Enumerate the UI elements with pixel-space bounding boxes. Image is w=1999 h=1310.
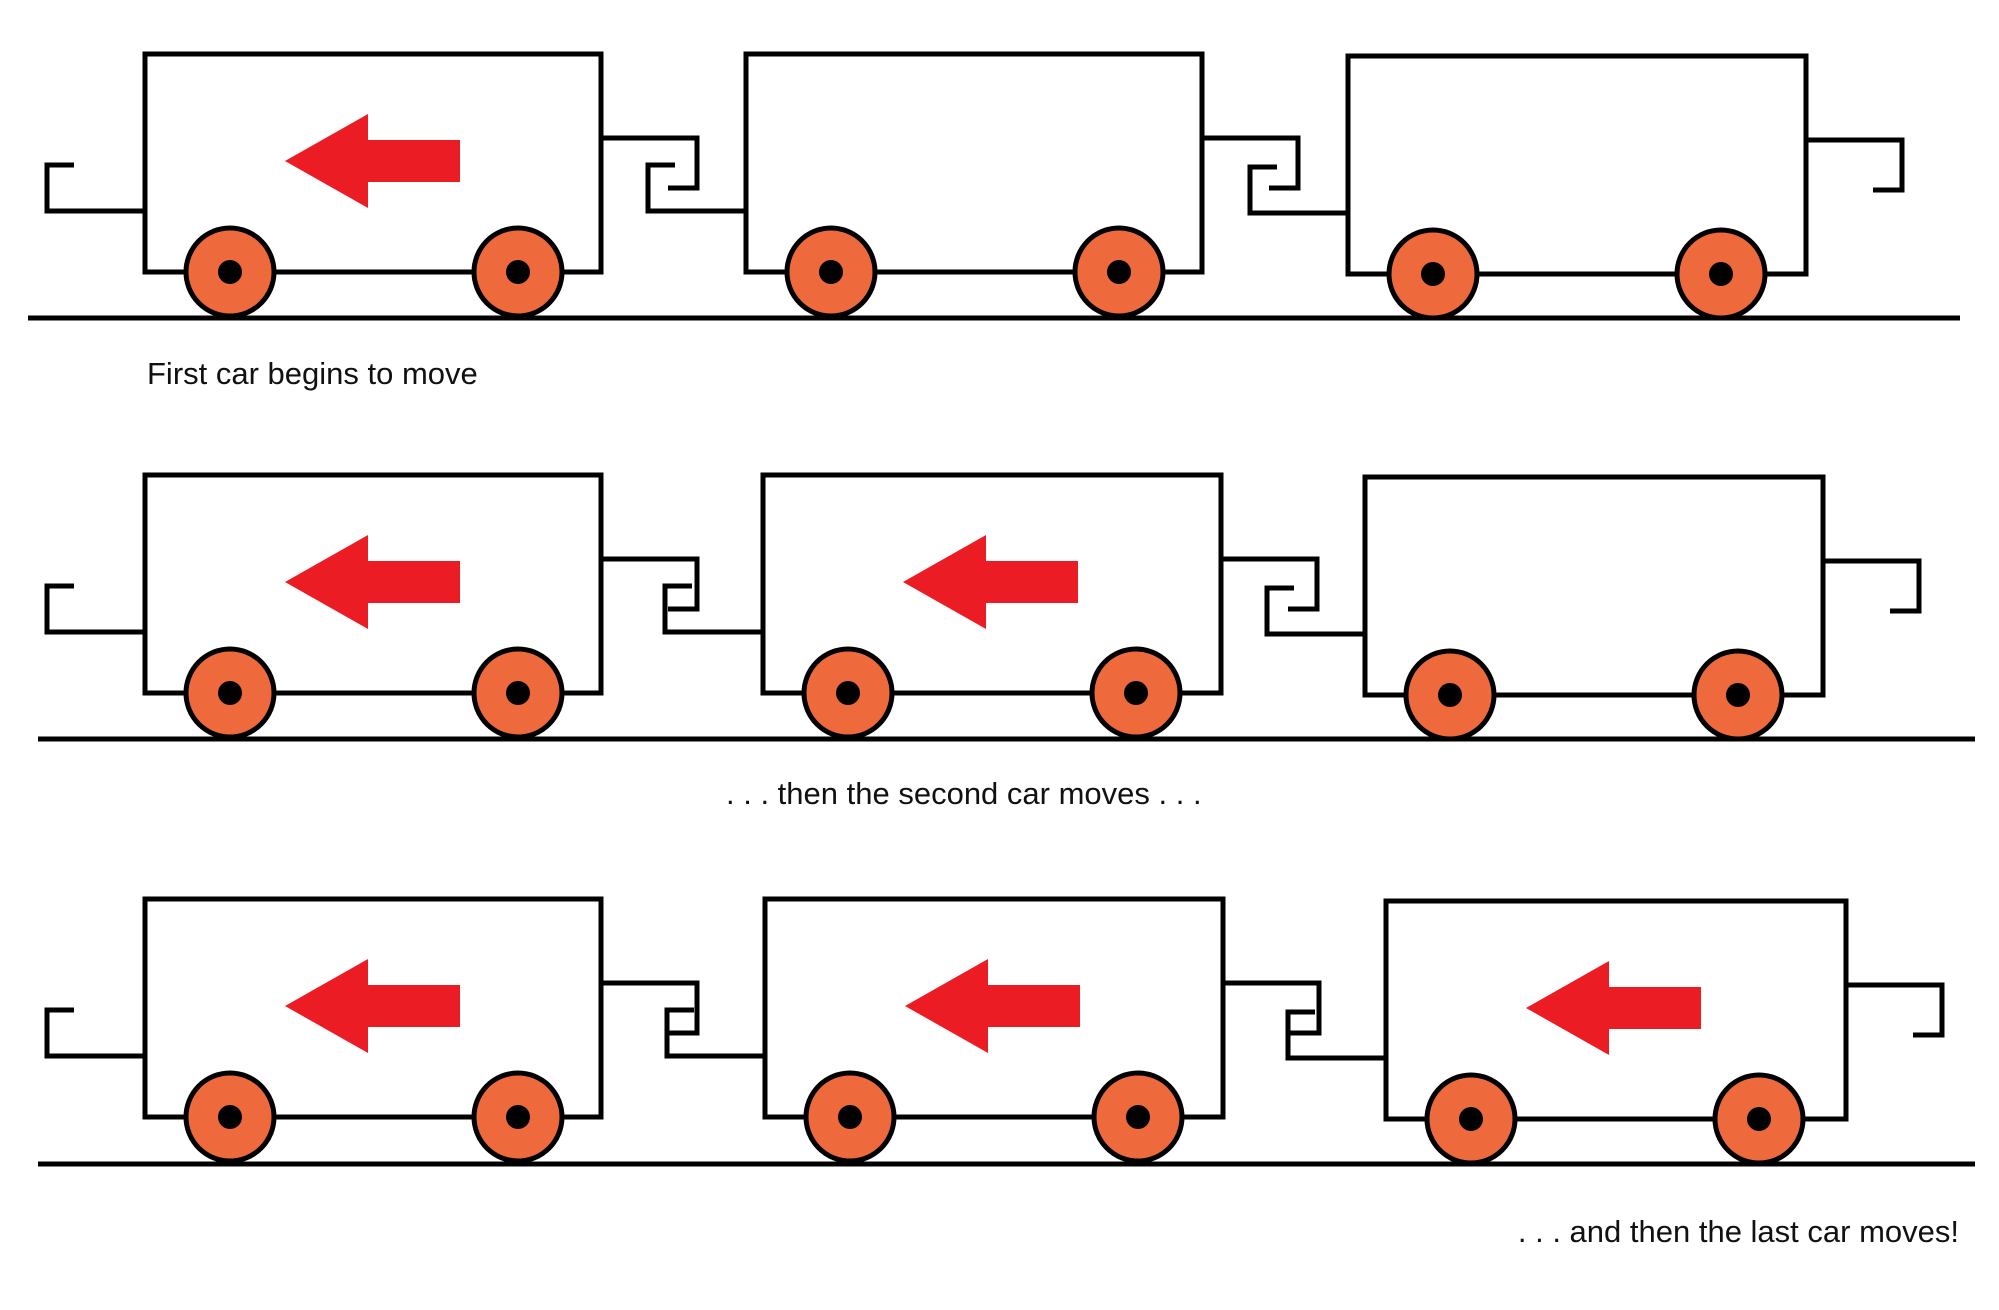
wheel-hub bbox=[1124, 681, 1148, 705]
train-car-1 bbox=[44, 51, 700, 319]
front-coupler-icon bbox=[662, 583, 763, 635]
wheel-icon bbox=[803, 1070, 897, 1164]
left-arrow-icon bbox=[285, 959, 460, 1053]
wheel-hub bbox=[836, 681, 860, 705]
wheel-icon bbox=[784, 225, 878, 319]
rear-coupler-icon bbox=[601, 135, 700, 191]
wheel-icon bbox=[1386, 227, 1480, 321]
wheel-icon bbox=[1691, 648, 1785, 742]
front-coupler-icon bbox=[664, 1007, 765, 1059]
wheel-hub bbox=[506, 260, 530, 284]
caption-last-car: . . . and then the last car moves! bbox=[1517, 1214, 1959, 1249]
left-arrow-icon bbox=[1526, 961, 1701, 1055]
front-coupler-icon bbox=[1264, 585, 1365, 637]
stage-3-last-car-moves bbox=[38, 896, 1975, 1167]
rear-coupler-icon bbox=[1221, 556, 1320, 612]
wheel-icon bbox=[183, 646, 277, 740]
rear-coupler-icon bbox=[1223, 980, 1322, 1036]
train-car-3 bbox=[1264, 474, 1922, 742]
wheel-icon bbox=[1712, 1072, 1806, 1166]
wheel-icon bbox=[1403, 648, 1497, 742]
left-arrow-icon bbox=[285, 114, 460, 208]
rear-coupler-icon bbox=[601, 556, 700, 612]
rear-coupler-icon bbox=[1846, 982, 1945, 1038]
wheel-icon bbox=[471, 1070, 565, 1164]
wheel-hub bbox=[1726, 683, 1750, 707]
rear-coupler-icon bbox=[1823, 558, 1922, 614]
train-car-1 bbox=[44, 472, 700, 740]
wheel-hub bbox=[819, 260, 843, 284]
left-arrow-icon bbox=[903, 535, 1078, 629]
wheel-hub bbox=[1126, 1105, 1150, 1129]
front-coupler-icon bbox=[44, 583, 145, 635]
wheel-icon bbox=[183, 225, 277, 319]
wheel-hub bbox=[1747, 1107, 1771, 1131]
front-coupler-icon bbox=[44, 1007, 145, 1059]
wheel-hub bbox=[218, 260, 242, 284]
front-coupler-icon bbox=[645, 162, 746, 214]
wheel-icon bbox=[1091, 1070, 1185, 1164]
wheel-hub bbox=[1107, 260, 1131, 284]
wheel-icon bbox=[1072, 225, 1166, 319]
train-car-2 bbox=[662, 472, 1320, 740]
train-car-3 bbox=[1285, 898, 1945, 1166]
wheel-hub bbox=[218, 681, 242, 705]
wheel-icon bbox=[1424, 1072, 1518, 1166]
front-coupler-icon bbox=[1285, 1009, 1386, 1061]
wheel-hub bbox=[1459, 1107, 1483, 1131]
left-arrow-icon bbox=[905, 959, 1080, 1053]
train-car-1 bbox=[44, 896, 700, 1164]
wheel-hub bbox=[1421, 262, 1445, 286]
wheel-icon bbox=[183, 1070, 277, 1164]
wheel-icon bbox=[1089, 646, 1183, 740]
wheel-hub bbox=[218, 1105, 242, 1129]
wheel-hub bbox=[506, 681, 530, 705]
train-car-3 bbox=[1247, 53, 1905, 321]
rear-coupler-icon bbox=[601, 980, 700, 1036]
train-car-2 bbox=[645, 51, 1301, 319]
wheel-icon bbox=[471, 646, 565, 740]
wheel-hub bbox=[1709, 262, 1733, 286]
wheel-icon bbox=[801, 646, 895, 740]
wheel-hub bbox=[1438, 683, 1462, 707]
wheel-hub bbox=[506, 1105, 530, 1129]
front-coupler-icon bbox=[1247, 164, 1348, 216]
wheel-icon bbox=[1674, 227, 1768, 321]
caption-first-car: First car begins to move bbox=[147, 356, 478, 391]
front-coupler-icon bbox=[44, 162, 145, 214]
caption-second-car: . . . then the second car moves . . . bbox=[726, 776, 1202, 811]
train-car-2 bbox=[664, 896, 1322, 1164]
stage-1-first-car-moves bbox=[28, 51, 1960, 321]
rear-coupler-icon bbox=[1806, 137, 1905, 193]
wheel-icon bbox=[471, 225, 565, 319]
rear-coupler-icon bbox=[1202, 135, 1301, 191]
stage-2-second-car-moves bbox=[38, 472, 1975, 742]
wheel-hub bbox=[838, 1105, 862, 1129]
left-arrow-icon bbox=[285, 535, 460, 629]
